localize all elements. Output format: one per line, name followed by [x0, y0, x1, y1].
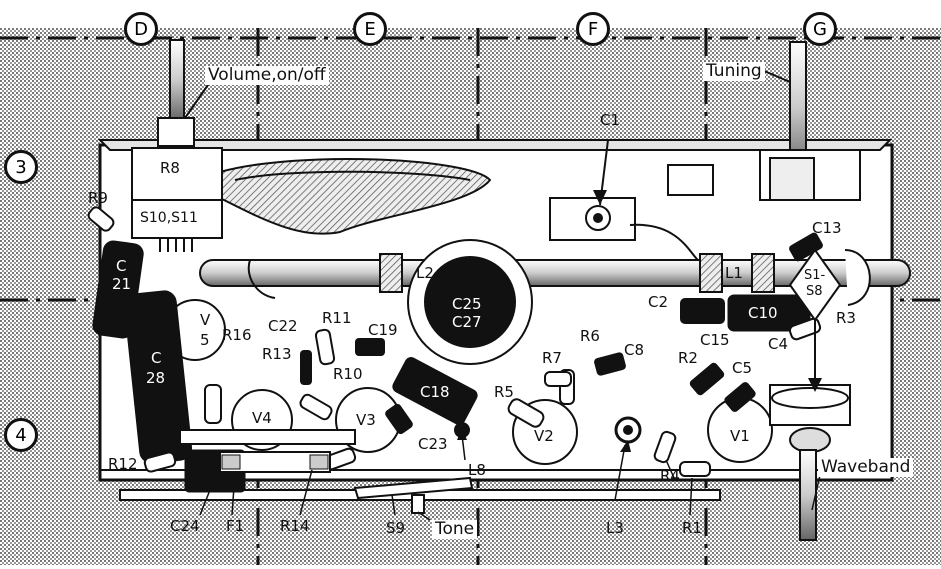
label-c10: C10 — [748, 304, 778, 322]
label-r12: R12 — [108, 455, 138, 473]
label-r9: R9 — [88, 189, 108, 207]
label-r10: R10 — [333, 365, 363, 383]
resistors — [87, 206, 822, 477]
label-r7: R7 — [542, 349, 562, 367]
label-r6: R6 — [580, 327, 600, 345]
ferrite-rod-aerial — [199, 249, 911, 306]
label-s10-s11: S10,S11 — [140, 210, 198, 226]
label-r8: R8 — [160, 159, 180, 177]
label-c24: C24 — [170, 517, 200, 535]
label-r11: R11 — [322, 309, 352, 327]
tone-label: Tone — [432, 520, 478, 539]
grid-row-3: 3 — [4, 150, 38, 184]
label-c21-b: 21 — [112, 275, 132, 293]
label-c2: C2 — [648, 293, 669, 311]
capacitor-c18 — [392, 357, 478, 425]
waveband-switch — [769, 248, 851, 541]
fuse-f1 — [179, 429, 356, 473]
grid-column-d: D — [124, 12, 158, 46]
coils — [454, 416, 642, 444]
volume-label: Volume,on/off — [205, 66, 329, 85]
small-capacitors — [300, 232, 823, 435]
electrolytic-c25-c27 — [407, 239, 533, 365]
tone-switch-s9 — [353, 476, 474, 514]
label-c8: C8 — [624, 341, 645, 359]
label-c18: C18 — [420, 383, 450, 401]
leader-lines — [199, 428, 821, 521]
label-v5-b: 5 — [200, 331, 210, 349]
label-r3: R3 — [836, 309, 856, 327]
grid-column-f: F — [576, 12, 610, 46]
label-r5: R5 — [494, 383, 514, 401]
label-c23: C23 — [418, 435, 448, 453]
label-c28-b: 28 — [146, 369, 166, 387]
label-c5: C5 — [732, 359, 753, 377]
label-v4: V4 — [252, 409, 272, 427]
label-f1: F1 — [226, 517, 245, 535]
label-s9: S9 — [386, 519, 406, 537]
label-v1: V1 — [730, 427, 750, 445]
tuning-dial-mechanism — [219, 157, 714, 235]
label-c13: C13 — [812, 219, 842, 237]
electrolytics — [92, 240, 811, 493]
label-r1: R1 — [682, 519, 702, 537]
label-c21-a: C — [116, 257, 127, 275]
tuning-shaft — [759, 41, 861, 201]
label-c28-a: C — [151, 349, 162, 367]
label-c15: C15 — [700, 331, 730, 349]
label-c22: C22 — [268, 317, 298, 335]
label-s1: S1- — [804, 268, 826, 283]
label-r14: R14 — [280, 517, 310, 535]
label-s8: S8 — [806, 284, 823, 299]
tuning-label: Tuning — [703, 62, 765, 81]
waveband-label: Waveband — [818, 458, 914, 477]
label-v3: V3 — [356, 411, 376, 429]
label-l8: L8 — [468, 461, 486, 479]
volume-control — [131, 39, 223, 252]
trimmer-c1 — [549, 139, 701, 263]
label-c19: C19 — [368, 321, 398, 339]
label-l2: L2 — [416, 264, 434, 282]
label-l1: L1 — [725, 264, 743, 282]
grid-column-e: E — [353, 12, 387, 46]
label-c25: C25 — [452, 295, 482, 313]
grid-row-4: 4 — [4, 418, 38, 452]
label-c4: C4 — [768, 335, 789, 353]
label-r13: R13 — [262, 345, 292, 363]
label-c27: C27 — [452, 313, 482, 331]
label-r16: R16 — [222, 326, 252, 344]
label-r2: R2 — [678, 349, 698, 367]
grid-column-g: G — [803, 12, 837, 46]
label-l3: L3 — [606, 519, 624, 537]
label-v2: V2 — [534, 427, 554, 445]
label-r4: R4 — [660, 467, 680, 485]
label-c1: C1 — [600, 111, 621, 129]
label-v5-a: V — [200, 311, 211, 329]
